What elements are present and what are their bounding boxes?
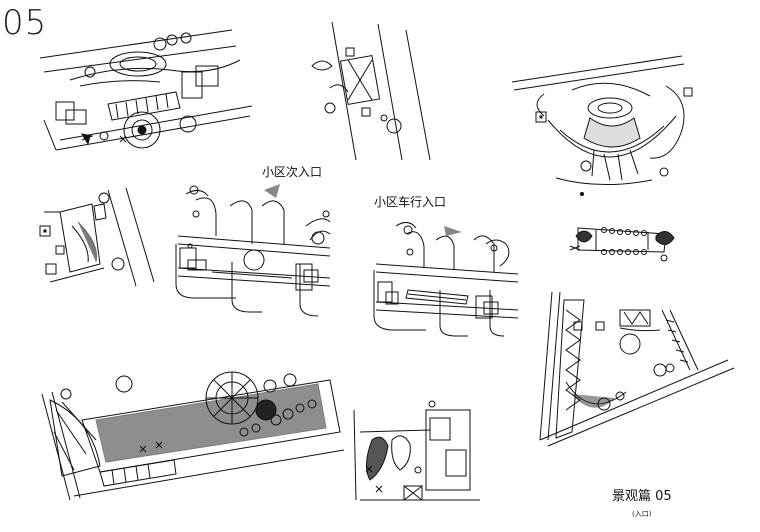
vehicle-entrance-title: 小区车行入口 — [374, 195, 447, 209]
sheet-number: 05 — [2, 3, 48, 43]
secondary-entrance-title: 小区次入口 — [262, 165, 323, 179]
footer-title: 景观篇 05 — [612, 489, 672, 504]
footer-subtitle: (入口) — [632, 510, 652, 518]
plan-vehicle-entrance — [373, 222, 519, 337]
plan-top-right — [511, 55, 693, 196]
plan-bottom-right — [539, 291, 735, 447]
plan-top-center — [311, 21, 431, 161]
plan-top-left — [39, 29, 253, 151]
plan-mid-right — [569, 227, 675, 262]
plan-secondary-entrance — [175, 184, 331, 317]
plan-bottom-center — [353, 400, 480, 501]
plan-bottom-left — [41, 371, 345, 501]
plan-mid-left — [39, 187, 155, 287]
